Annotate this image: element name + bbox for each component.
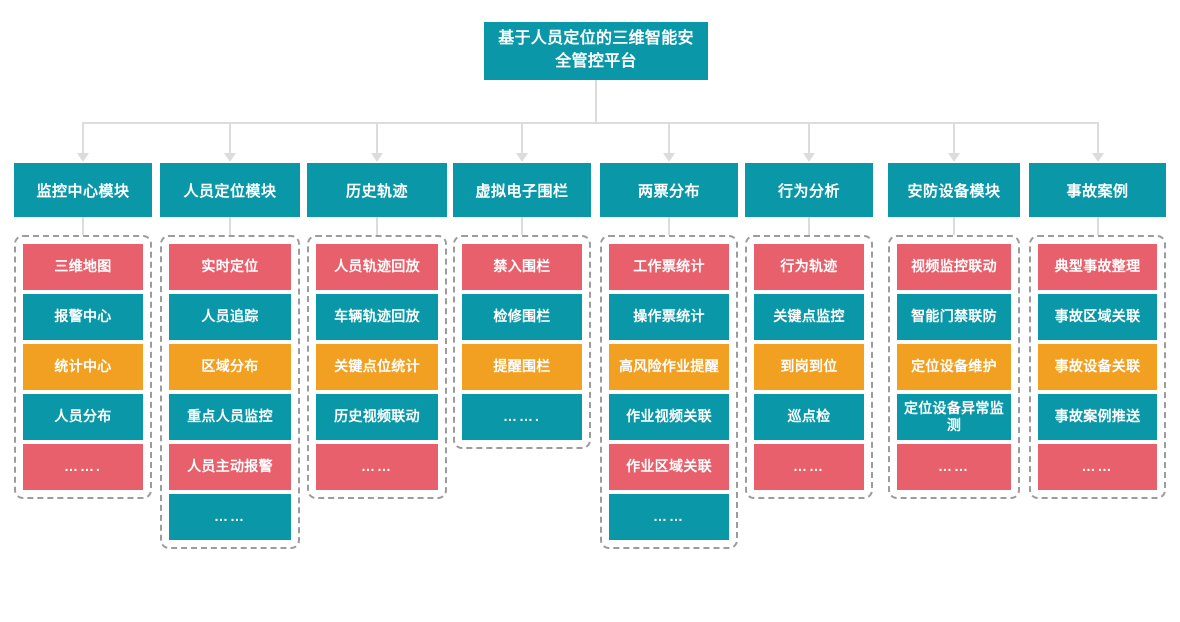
feature-cell-1-1[interactable]: 三维地图 — [23, 244, 143, 290]
module-header-6[interactable]: 行为分析 — [745, 163, 873, 217]
feature-cell-more-7[interactable]: …… — [897, 444, 1011, 490]
module-group-4 — [453, 235, 591, 449]
feature-cell-more-2[interactable]: …… — [169, 494, 291, 540]
feature-cell-7-2[interactable]: 智能门禁联防 — [897, 294, 1011, 340]
feature-cell-more-5[interactable]: …… — [609, 494, 729, 540]
module-group-3 — [307, 235, 447, 499]
branch-arrowhead-1 — [77, 153, 89, 162]
feature-cell-2-2[interactable]: 人员追踪 — [169, 294, 291, 340]
header-to-group-connector-7 — [953, 217, 955, 235]
header-to-group-connector-2 — [229, 217, 231, 235]
module-group-1 — [14, 235, 152, 499]
module-group-2 — [160, 235, 300, 549]
branch-arrowhead-8 — [1091, 153, 1104, 162]
feature-cell-7-1[interactable]: 视频监控联动 — [897, 244, 1011, 290]
feature-cell-6-2[interactable]: 关键点监控 — [754, 294, 864, 340]
feature-cell-more-8[interactable]: …… — [1038, 444, 1157, 490]
platform-title-node: 基于人员定位的三维智能安全管控平台 — [484, 22, 708, 80]
module-header-2[interactable]: 人员定位模块 — [160, 163, 300, 217]
module-header-5[interactable]: 两票分布 — [600, 163, 738, 217]
branch-connector-6 — [808, 122, 810, 154]
feature-cell-8-1[interactable]: 典型事故整理 — [1038, 244, 1157, 290]
module-header-3[interactable]: 历史轨迹 — [307, 163, 447, 217]
header-to-group-connector-8 — [1096, 217, 1099, 235]
feature-cell-more-6[interactable]: …… — [754, 444, 864, 490]
feature-cell-3-4[interactable]: 历史视频联动 — [316, 394, 438, 440]
header-to-group-connector-5 — [668, 217, 670, 235]
feature-cell-5-4[interactable]: 作业视频关联 — [609, 394, 729, 440]
branch-connector-7 — [953, 122, 955, 154]
feature-cell-5-3[interactable]: 高风险作业提醒 — [609, 344, 729, 390]
title-stem-connector — [595, 80, 597, 122]
feature-cell-more-4[interactable]: ……. — [462, 394, 582, 440]
feature-cell-3-1[interactable]: 人员轨迹回放 — [316, 244, 438, 290]
feature-cell-4-1[interactable]: 禁入围栏 — [462, 244, 582, 290]
header-to-group-connector-3 — [376, 217, 378, 235]
feature-cell-more-3[interactable]: …… — [316, 444, 438, 490]
module-header-8[interactable]: 事故案例 — [1029, 163, 1166, 217]
feature-cell-8-4[interactable]: 事故案例推送 — [1038, 394, 1157, 440]
module-group-7 — [888, 235, 1020, 499]
branch-arrowhead-6 — [803, 153, 815, 162]
feature-cell-4-2[interactable]: 检修围栏 — [462, 294, 582, 340]
header-to-group-connector-1 — [82, 217, 84, 235]
module-group-5 — [600, 235, 738, 549]
feature-cell-1-3[interactable]: 统计中心 — [23, 344, 143, 390]
branch-connector-2 — [229, 122, 231, 154]
branch-connector-8 — [1096, 122, 1099, 154]
feature-cell-7-3[interactable]: 定位设备维护 — [897, 344, 1011, 390]
module-group-8 — [1029, 235, 1166, 499]
branch-arrowhead-4 — [516, 153, 528, 162]
feature-cell-4-3[interactable]: 提醒围栏 — [462, 344, 582, 390]
module-header-4[interactable]: 虚拟电子围栏 — [453, 163, 591, 217]
feature-cell-5-2[interactable]: 操作票统计 — [609, 294, 729, 340]
feature-cell-1-4[interactable]: 人员分布 — [23, 394, 143, 440]
module-header-1[interactable]: 监控中心模块 — [14, 163, 152, 217]
feature-cell-1-2[interactable]: 报警中心 — [23, 294, 143, 340]
horizontal-bus-connector — [83, 122, 1098, 124]
branch-arrowhead-7 — [948, 153, 960, 162]
branch-connector-1 — [82, 122, 84, 154]
branch-arrowhead-5 — [663, 153, 675, 162]
feature-cell-3-2[interactable]: 车辆轨迹回放 — [316, 294, 438, 340]
feature-cell-8-2[interactable]: 事故区域关联 — [1038, 294, 1157, 340]
module-group-6 — [745, 235, 873, 499]
feature-cell-2-3[interactable]: 区域分布 — [169, 344, 291, 390]
feature-cell-5-5[interactable]: 作业区域关联 — [609, 444, 729, 490]
feature-cell-more-1[interactable]: ……. — [23, 444, 143, 490]
feature-cell-2-5[interactable]: 人员主动报警 — [169, 444, 291, 490]
header-to-group-connector-6 — [808, 217, 810, 235]
feature-cell-7-4[interactable]: 定位设备异常监测 — [897, 394, 1011, 440]
branch-connector-4 — [521, 122, 523, 154]
feature-cell-3-3[interactable]: 关键点位统计 — [316, 344, 438, 390]
branch-arrowhead-3 — [371, 153, 383, 162]
module-header-7[interactable]: 安防设备模块 — [888, 163, 1020, 217]
feature-cell-2-1[interactable]: 实时定位 — [169, 244, 291, 290]
feature-cell-8-3[interactable]: 事故设备关联 — [1038, 344, 1157, 390]
feature-cell-6-4[interactable]: 巡点检 — [754, 394, 864, 440]
header-to-group-connector-4 — [521, 217, 523, 235]
feature-cell-5-1[interactable]: 工作票统计 — [609, 244, 729, 290]
branch-connector-5 — [668, 122, 670, 154]
feature-cell-6-3[interactable]: 到岗到位 — [754, 344, 864, 390]
feature-cell-2-4[interactable]: 重点人员监控 — [169, 394, 291, 440]
feature-cell-6-1[interactable]: 行为轨迹 — [754, 244, 864, 290]
branch-arrowhead-2 — [224, 153, 236, 162]
branch-connector-3 — [376, 122, 378, 154]
